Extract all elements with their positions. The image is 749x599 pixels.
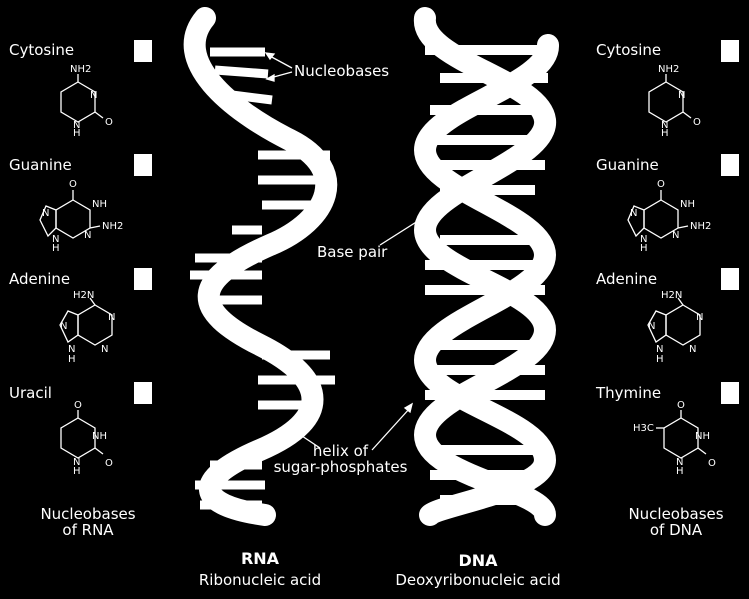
atom-gua-r-nh: NH [680,199,695,210]
atom-ade-r-n4: N [656,344,663,355]
atom-cyt-l-nh2: NH2 [70,64,91,75]
dna-caption-line1: Nucleobases [628,505,724,523]
atom-ade-r-n3: N [689,344,696,355]
rna-bases [190,47,335,510]
rna-base-1-color [134,40,152,62]
atom-gua-r-n3: N [640,234,647,245]
molecule-cytosine-right [648,74,692,123]
atom-cyt-l-o: O [105,117,113,128]
atom-gua-r-o: O [657,179,665,190]
base-pair-annotation: Base pair [317,243,388,261]
rna-caption-line1: Nucleobases [40,505,136,523]
atom-cyt-r-n1: N [678,90,685,101]
atom-ura-o2: O [105,458,113,469]
atom-gua-l-n2: N [84,230,91,241]
rna-caption: Nucleobases of RNA [20,506,156,538]
rna-base-1-label: Cytosine [9,41,75,59]
dna-base-1-label: Cytosine [596,41,662,59]
atom-ura-o1: O [74,400,82,411]
molecule-adenine-left [59,297,113,346]
rna-base-4-color [134,382,152,404]
dna-base-pairs [425,45,548,505]
molecule-guanine-left [39,190,101,239]
atom-cyt-r-n2: N [661,120,668,131]
atom-thy-ch3: H3C [633,423,654,434]
annotation-arrows [264,52,471,451]
dna-strand-a [413,7,557,526]
rna-caption-line2: of RNA [62,521,114,539]
dna-caption: Nucleobases of DNA [608,506,744,538]
atom-ade-r-n2: N [696,312,703,323]
rna-base-2-color [134,154,152,176]
dna-base-2-label: Guanine [596,156,659,174]
dna-base-1-color [721,40,739,62]
atom-ade-l-h2n: H2N [73,290,94,301]
atom-gua-l-h: H [52,243,60,254]
atom-cyt-l-h: H [73,128,81,139]
atom-ura-n: N [73,457,80,468]
atom-thy-nh: NH [695,431,710,442]
atom-cyt-r-o: O [693,117,701,128]
dna-base-2-color [721,154,739,176]
atom-ura-nh: NH [92,431,107,442]
atom-gua-r-h: H [640,243,648,254]
atom-gua-r-n2: N [672,230,679,241]
rna-base-2-label: Guanine [9,156,72,174]
dna-base-4-label: Thymine [596,384,662,402]
rna-backbone [183,7,338,526]
molecule-cytosine-left [60,74,104,123]
rna-helix [183,7,338,526]
helix-annotation-line2: sugar-phosphates [273,458,408,476]
molecule-thymine [656,410,707,459]
rna-subtitle: Ribonucleic acid [198,571,322,589]
rna-base-3-color [134,268,152,290]
rna-title: RNA [240,549,280,568]
atom-cyt-r-h: H [661,128,669,139]
dna-title: DNA [458,551,498,570]
atom-ade-l-n2: N [108,312,115,323]
atom-cyt-r-nh2: NH2 [658,64,679,75]
helix-annotation: helix of sugar-phosphates [268,443,413,475]
rna-base-4-label: Uracil [9,384,52,402]
atom-gua-l-n1: N [42,208,49,219]
atom-gua-l-n3: N [52,234,59,245]
atom-thy-h: H [676,466,684,477]
dna-helix [413,7,559,526]
dna-base-3-color [721,268,739,290]
atom-ade-r-n1: N [648,321,655,332]
atom-gua-r-n1: N [630,208,637,219]
atom-ade-l-n3: N [101,344,108,355]
atom-gua-l-nh2: NH2 [102,221,123,232]
atom-cyt-l-n1: N [90,90,97,101]
molecule-adenine-right [647,297,701,346]
atom-gua-r-nh2: NH2 [690,221,711,232]
dna-base-4-color [721,382,739,404]
atom-labels: NH2 N N H O NH2 N N H O O NH NH2 N N N H… [42,64,716,477]
atom-thy-n: N [676,457,683,468]
nucleobases-annotation: Nucleobases [294,62,390,80]
atom-gua-l-nh: NH [92,199,107,210]
molecule-uracil [60,410,104,459]
atom-ura-h: H [73,466,81,477]
atom-thy-o1: O [677,400,685,411]
dna-caption-line2: of DNA [649,521,703,539]
dna-subtitle: Deoxyribonucleic acid [395,571,561,589]
dna-strand-b [413,34,559,526]
atom-ade-r-h: H [656,354,664,365]
molecule-guanine-right [627,190,689,239]
atom-ade-l-h: H [68,354,76,365]
atom-ade-l-n1: N [60,321,67,332]
helix-annotation-line1: helix of [312,442,369,460]
atom-ade-l-n4: N [68,344,75,355]
atom-ade-r-h2n: H2N [661,290,682,301]
rna-base-3-label: Adenine [9,270,71,288]
atom-gua-l-o: O [69,179,77,190]
atom-cyt-l-n2: N [73,120,80,131]
atom-thy-o2: O [708,458,716,469]
dna-base-3-label: Adenine [596,270,658,288]
